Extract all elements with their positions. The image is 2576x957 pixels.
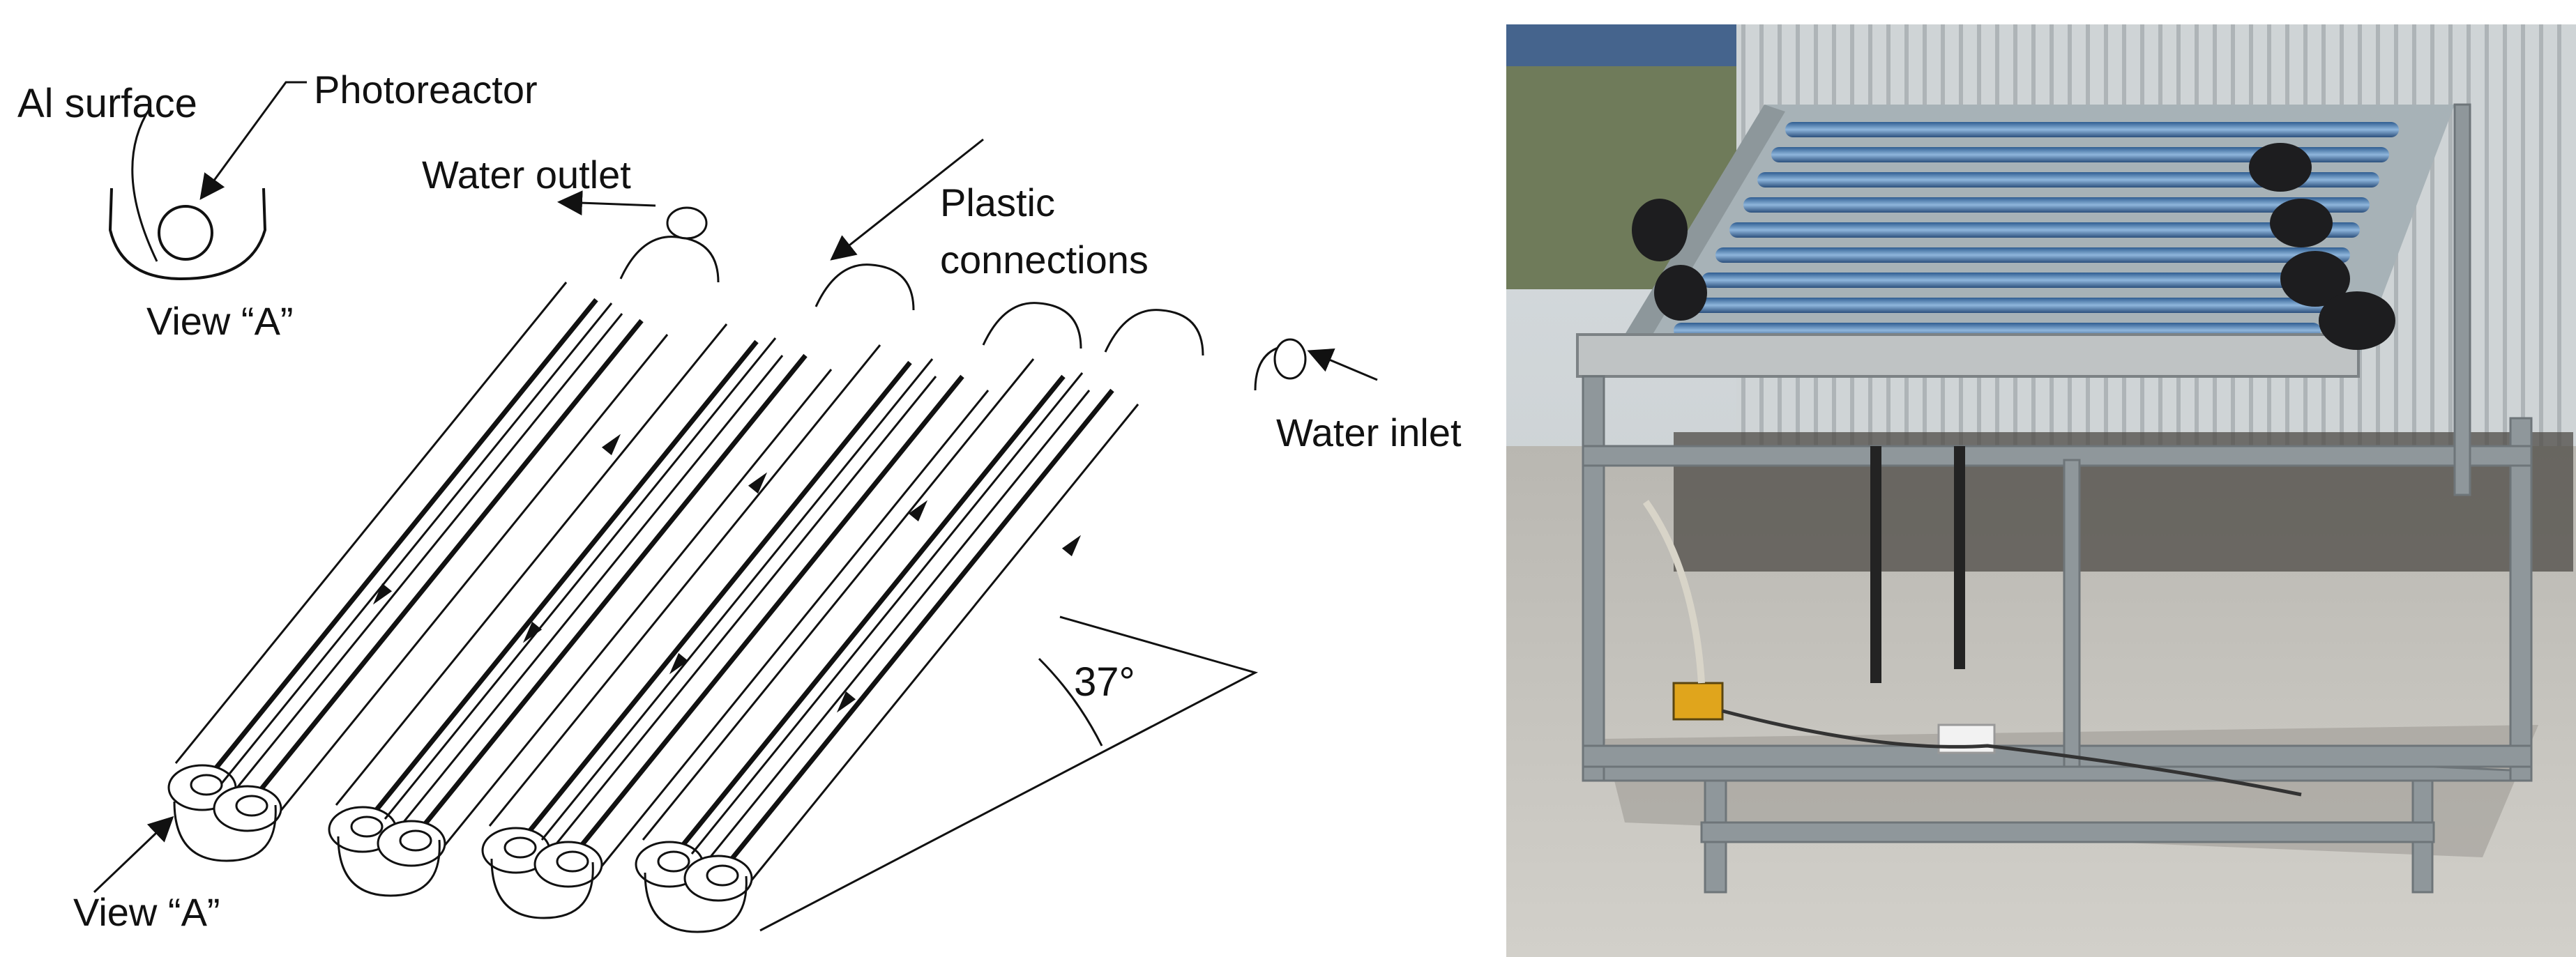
plastic-connection bbox=[815, 263, 915, 311]
manifold-connectors bbox=[1632, 143, 2395, 350]
flow-arrow bbox=[1061, 535, 1082, 557]
flow-arrow bbox=[908, 500, 928, 522]
flow-arrow bbox=[601, 434, 621, 456]
flow-arrow bbox=[522, 621, 543, 643]
tilt-angle-marker bbox=[759, 615, 1259, 932]
glass-tube bbox=[1771, 147, 2389, 162]
water-outlet-leader bbox=[557, 190, 656, 216]
reactor-tube bbox=[481, 344, 937, 874]
glass-tube bbox=[1785, 122, 2399, 137]
photoreactor-leader bbox=[199, 81, 307, 200]
label-angle: 37° bbox=[1074, 659, 1135, 705]
u-bend-connector bbox=[337, 836, 441, 897]
plastic-connections-leader bbox=[830, 138, 984, 261]
label-view-a-top: View “A” bbox=[146, 299, 294, 343]
support-frame bbox=[1582, 103, 2533, 894]
reactor-tube bbox=[635, 358, 1091, 888]
water-inlet-port bbox=[1273, 338, 1307, 380]
reactor-tube bbox=[328, 323, 784, 853]
view-a-inset bbox=[108, 187, 267, 281]
glass-tube bbox=[1757, 172, 2379, 187]
reactor-tube bbox=[213, 303, 669, 832]
label-plastic-connections-1: Plastic bbox=[940, 181, 1055, 224]
plastic-connection bbox=[1104, 309, 1204, 356]
reactor-tube bbox=[377, 337, 833, 867]
u-bend-connector bbox=[173, 801, 277, 862]
plastic-connection bbox=[982, 302, 1082, 349]
glass-tube bbox=[1715, 247, 2350, 263]
flow-arrow bbox=[836, 691, 856, 713]
glass-tube bbox=[1729, 222, 2360, 238]
flow-arrow bbox=[372, 583, 393, 605]
label-water-outlet: Water outlet bbox=[422, 153, 631, 197]
reactor-tube bbox=[533, 358, 990, 888]
label-view-a-bottom: View “A” bbox=[73, 890, 220, 934]
leader-lines bbox=[93, 81, 1378, 894]
label-plastic-connections-2: connections bbox=[940, 238, 1149, 282]
label-water-inlet: Water inlet bbox=[1276, 411, 1462, 454]
reactor-tube bbox=[683, 372, 1139, 902]
label-photoreactor: Photoreactor bbox=[314, 68, 538, 112]
u-bend-connector bbox=[490, 858, 594, 919]
pump-and-tubing bbox=[1642, 446, 2302, 797]
glass-tube bbox=[1702, 273, 2340, 288]
water-outlet-port bbox=[666, 206, 708, 240]
collector-photo bbox=[1506, 24, 2576, 957]
water-inlet-leader bbox=[1307, 349, 1378, 381]
label-al-surface: Al surface bbox=[17, 81, 197, 126]
collector-schematic bbox=[167, 206, 1307, 933]
glass-tube bbox=[1688, 298, 2331, 313]
collector-tubes bbox=[1674, 122, 2399, 338]
flow-arrow bbox=[669, 652, 689, 675]
glass-tube bbox=[1743, 197, 2370, 213]
al-surface-leader bbox=[131, 107, 158, 262]
plastic-connection bbox=[619, 236, 720, 283]
view-a-bottom-leader bbox=[93, 816, 174, 894]
flow-arrow bbox=[748, 472, 768, 494]
u-bend-connector bbox=[644, 872, 748, 933]
